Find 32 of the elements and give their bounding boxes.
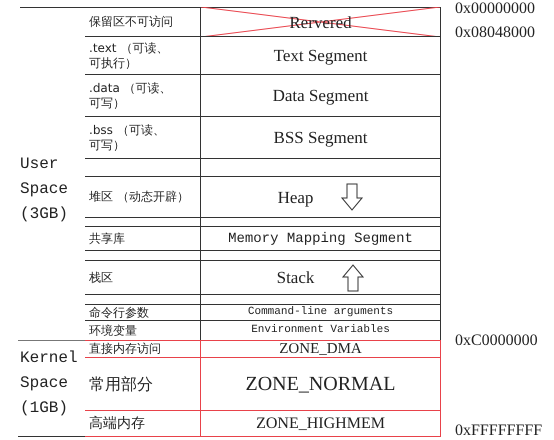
segment-name: Environment Variables: [251, 325, 390, 336]
segment-name: Heap: [278, 188, 314, 206]
segment-description: .data （可读、可写）: [89, 80, 173, 110]
segment-description: 共享库: [89, 231, 125, 246]
segment-description: .bss （可读、可写）: [89, 122, 166, 152]
segment-description: 命令行参数: [89, 305, 149, 320]
segment-name: Data Segment: [272, 87, 368, 104]
segment-name: Command-line arguments: [248, 307, 394, 318]
address-label: 0x00000000: [455, 0, 535, 18]
segment-description: 环境变量: [89, 323, 137, 338]
segment-name: ZONE_DMA: [279, 342, 362, 356]
segment-name: ZONE_NORMAL: [246, 374, 396, 394]
segment-description: 堆区 （动态开辟）: [89, 190, 189, 204]
segment-description: .text （可读、可执行）: [89, 40, 170, 70]
segment-name: Text Segment: [274, 47, 368, 64]
segment-name: Stack: [276, 269, 314, 286]
region-label: User Space (3GB): [20, 154, 70, 225]
address-label: 0xC0000000: [455, 332, 538, 350]
segment-description: 直接内存访问: [89, 342, 161, 356]
segment-description: 栈区: [89, 270, 113, 285]
segment-description: 保留区不可访问: [89, 14, 173, 30]
region-label: Kernel Space (1GB): [20, 348, 79, 419]
memory-segment-row: [85, 410, 441, 437]
segment-name: BSS Segment: [274, 129, 368, 146]
segment-name: ZONE_HIGHMEM: [256, 416, 385, 432]
memory-segment-row: [85, 340, 441, 358]
address-label: 0xFFFFFFFF: [455, 422, 542, 440]
memory-segment-row: [85, 7, 441, 37]
segment-description: 高端内存: [89, 415, 145, 432]
segment-name: Memory Mapping Segment: [228, 232, 413, 246]
address-label: 0x08048000: [455, 24, 535, 42]
segment-description: 常用部分: [89, 374, 153, 394]
